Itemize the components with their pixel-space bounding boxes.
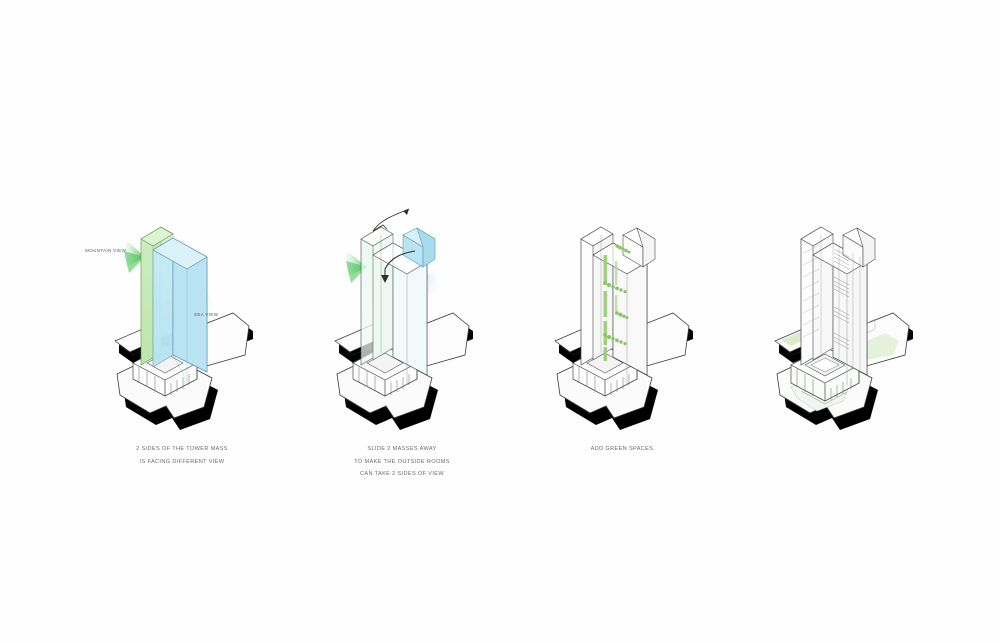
panel-3-caption: ADD GREEN SPACES xyxy=(497,443,747,456)
panel-step-1: MOUNTAIN VIEW SEA VIEW 2 SIDES OF THE TO… xyxy=(57,195,307,495)
caption-line: IS FACING DIFFERENT VIEW xyxy=(139,458,225,465)
caption-line: TO MAKE THE OUTSIDE ROOMS xyxy=(354,458,450,465)
panel-1-artwork: MOUNTAIN VIEW SEA VIEW xyxy=(57,195,307,445)
panel-1-caption: 2 SIDES OF THE TOWER MASS IS FACING DIFF… xyxy=(57,443,307,468)
panel-step-3: ADD GREEN SPACES xyxy=(497,195,747,495)
facade-terraces xyxy=(833,248,850,350)
slide-up-arrow xyxy=(372,208,410,232)
tower-blue-mass xyxy=(152,237,208,382)
panel-step-4 xyxy=(717,195,967,495)
caption-line: ADD GREEN SPACES xyxy=(590,446,654,452)
mountain-view-cone xyxy=(123,241,145,273)
panel-3-artwork xyxy=(497,195,747,445)
panel-step-2: SLIDE 2 MASSES AWAY TO MAKE THE OUTSIDE … xyxy=(277,195,527,495)
green-foliage-clusters xyxy=(603,244,631,346)
panel-2-caption: SLIDE 2 MASSES AWAY TO MAKE THE OUTSIDE … xyxy=(277,443,527,481)
caption-line: CAN TAKE 2 SIDES OF VIEW xyxy=(359,471,445,478)
caption-line: 2 SIDES OF THE TOWER MASS xyxy=(136,446,228,452)
tower-slid-masses xyxy=(360,226,436,385)
green-vertical-strips xyxy=(603,255,618,361)
tower-final-mass xyxy=(800,226,876,385)
facade-fins xyxy=(802,244,820,338)
caption-line: SLIDE 2 MASSES AWAY xyxy=(367,446,437,452)
panel-2-artwork xyxy=(277,195,527,445)
tower-white-mass xyxy=(580,226,656,385)
slide-down-arrow xyxy=(381,250,416,283)
mountain-view-label: MOUNTAIN VIEW xyxy=(85,248,127,253)
panel-4-artwork xyxy=(717,195,967,445)
tower-top-edge xyxy=(160,226,174,235)
sea-view-label: SEA VIEW xyxy=(194,312,219,317)
